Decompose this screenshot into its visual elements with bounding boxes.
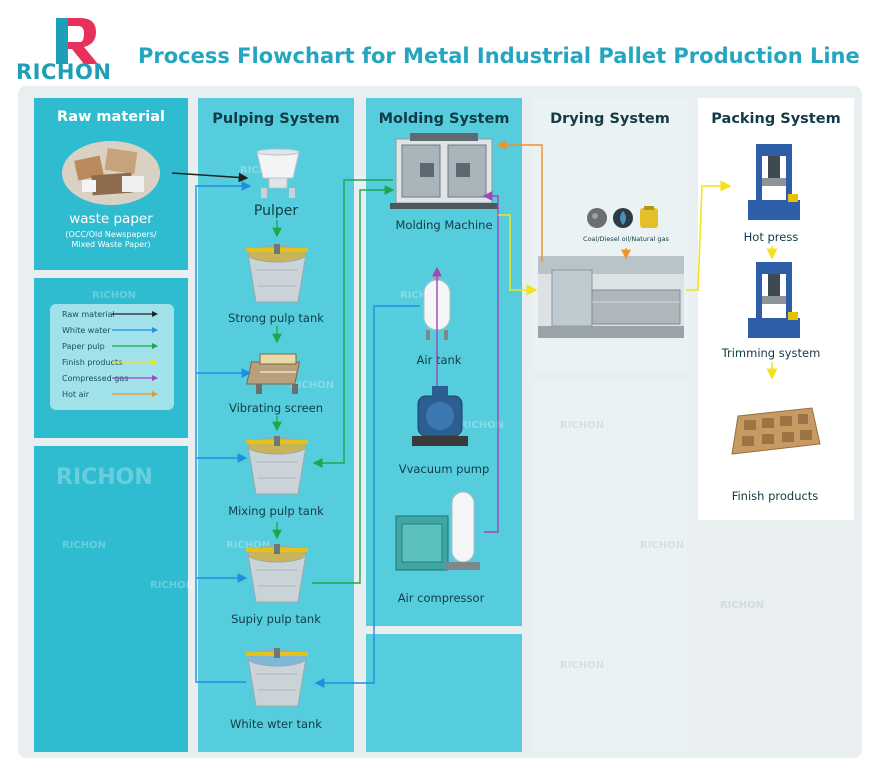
finish-products-icon <box>731 407 821 455</box>
trimming-system-icon <box>748 262 800 338</box>
finish-products-label: Finish products <box>731 489 819 503</box>
watermark: RICHON <box>56 465 153 490</box>
molding-machine-icon <box>390 133 498 209</box>
mixing-pulp-tank-icon <box>246 436 308 495</box>
watermark: RICHON <box>150 580 194 591</box>
mixing-pulp-tank-label: Mixing pulp tank <box>228 504 324 518</box>
watermark: RICHON <box>560 660 604 671</box>
molding-column-bottom <box>366 634 522 752</box>
pulping-system-header: Pulping System <box>212 111 340 127</box>
drying-column-bottom <box>532 380 688 752</box>
air-tank-label: Air tank <box>416 353 462 367</box>
waste-paper-label: waste paper <box>69 211 153 227</box>
legend: Raw material White water Paper pulp Fini… <box>50 304 174 410</box>
legend-label-compressed-gas: Compressed gas <box>62 374 129 383</box>
drying-system-header: Drying System <box>550 111 670 127</box>
raw-material-bottom-panel <box>34 446 188 752</box>
raw-material-header: Raw material <box>57 109 165 125</box>
strong-pulp-tank-icon <box>246 244 308 303</box>
drying-line-icon <box>538 256 684 338</box>
molding-system-header: Molding System <box>378 111 510 127</box>
air-compressor-icon <box>395 491 480 571</box>
legend-arrow-hot-air <box>112 391 158 397</box>
legend-arrow-compressed-gas <box>112 375 158 381</box>
page-title: Process Flowchart for Metal Industrial P… <box>138 44 860 68</box>
supply-pulp-tank-icon <box>246 544 308 603</box>
legend-label-finish-products: Finish products <box>62 358 123 367</box>
watermark: RICHON <box>400 290 444 301</box>
legend-label-paper-pulp: Paper pulp <box>62 342 105 351</box>
supply-pulp-tank-label: Supiy pulp tank <box>231 612 321 626</box>
waste-paper-note: (OCC/Old Newspapers/ Mixed Waste Paper) <box>65 230 157 249</box>
legend-label-raw-material: Raw material <box>62 310 115 319</box>
richon-logo-icon <box>56 18 98 64</box>
vibrating-screen-label: Vibrating screen <box>228 401 324 415</box>
vibrating-screen-icon <box>246 353 301 394</box>
watermark: RICHON <box>290 380 334 391</box>
brand-name: RICHON <box>16 60 112 84</box>
legend-arrow-raw-material <box>112 311 158 317</box>
white-water-tank-label: White wter tank <box>230 717 322 731</box>
watermark: RICHON <box>460 420 504 431</box>
packing-system-header: Packing System <box>711 111 841 127</box>
molding-machine-label: Molding Machine <box>395 218 493 232</box>
legend-arrow-paper-pulp <box>112 343 158 349</box>
watermark: RICHON <box>62 540 106 551</box>
air-compressor-label: Air compressor <box>397 591 485 605</box>
fuel-icons <box>587 206 658 228</box>
legend-arrow-white-water <box>112 327 158 333</box>
legend-arrow-finish-products <box>112 359 158 365</box>
pulper-label: Pulper <box>253 203 299 219</box>
watermark: RICHON <box>92 290 136 301</box>
fuel-label: Coal/Diesel oil/Natural gas <box>583 235 669 243</box>
pulper-icon <box>256 148 300 198</box>
white-water-tank-icon <box>246 648 308 707</box>
legend-label-hot-air: Hot air <box>62 390 90 399</box>
waste-paper-icon <box>62 141 160 205</box>
trimming-system-label: Trimming system <box>721 346 821 360</box>
hot-press-label: Hot press <box>743 230 799 244</box>
hot-press-icon <box>748 144 800 220</box>
vacuum-pump-label: Vvacuum pump <box>398 462 490 476</box>
strong-pulp-tank-label: Strong pulp tank <box>228 311 324 325</box>
watermark: RICHON <box>560 420 604 431</box>
legend-label-white-water: White water <box>62 326 111 335</box>
vacuum-pump-icon <box>412 386 468 446</box>
watermark: RICHON <box>640 540 684 551</box>
watermark: RICHON <box>226 540 270 551</box>
watermark: RICHON <box>720 600 764 611</box>
